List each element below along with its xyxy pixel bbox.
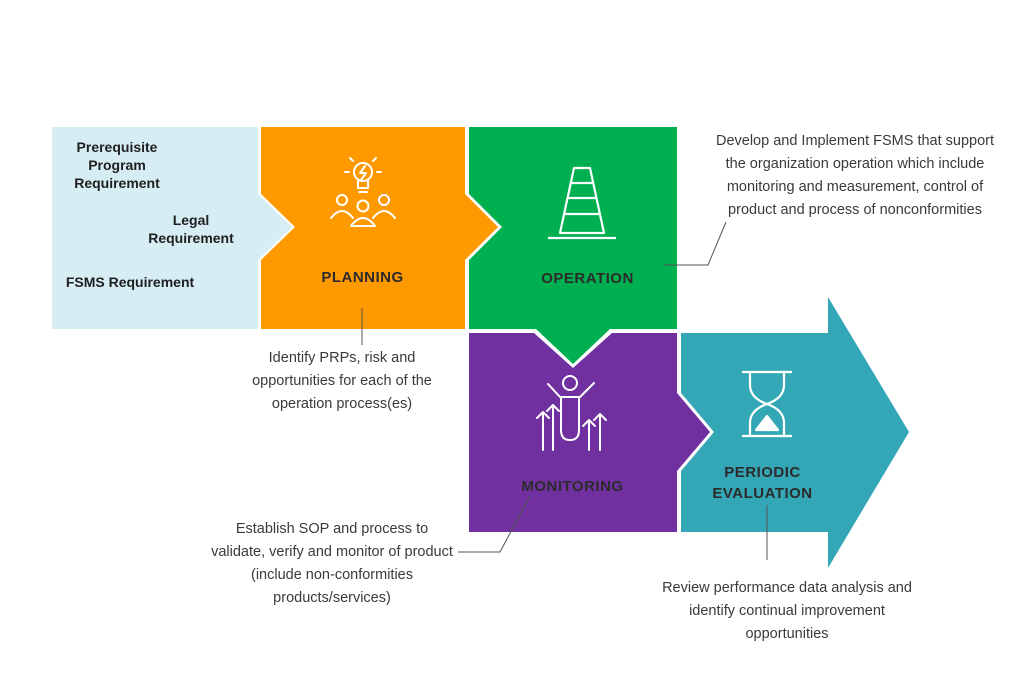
fsms-requirement-label: FSMS Requirement <box>65 274 195 290</box>
requirements-block <box>52 127 292 329</box>
planning-block <box>261 127 498 329</box>
evaluation-note: Review performance data analysis and ide… <box>662 580 912 642</box>
legal-requirement-label: Legal Requirement <box>148 212 234 246</box>
traffic-cone-icon <box>548 166 616 240</box>
planning-note: Identify PRPs, risk and opportunities fo… <box>252 350 432 412</box>
evaluation-arrow <box>681 297 909 568</box>
evaluation-title: PERIODIC EVALUATION <box>712 464 813 502</box>
operation-connector <box>664 221 727 266</box>
hourglass-icon <box>742 370 792 438</box>
prerequisite-requirement-label: Prerequisite Program Requirement <box>74 139 160 191</box>
team-lightbulb-icon <box>330 157 396 227</box>
planning-title: PLANNING <box>321 269 404 286</box>
person-growth-arrows-icon <box>536 375 607 451</box>
operation-title: OPERATION <box>541 270 634 287</box>
monitoring-title: MONITORING <box>521 478 624 495</box>
operation-note: Develop and Implement FSMS that support … <box>715 133 995 218</box>
operation-block <box>469 127 677 364</box>
monitoring-note: Establish SOP and process to validate, v… <box>211 521 453 606</box>
monitoring-connector <box>458 495 531 553</box>
